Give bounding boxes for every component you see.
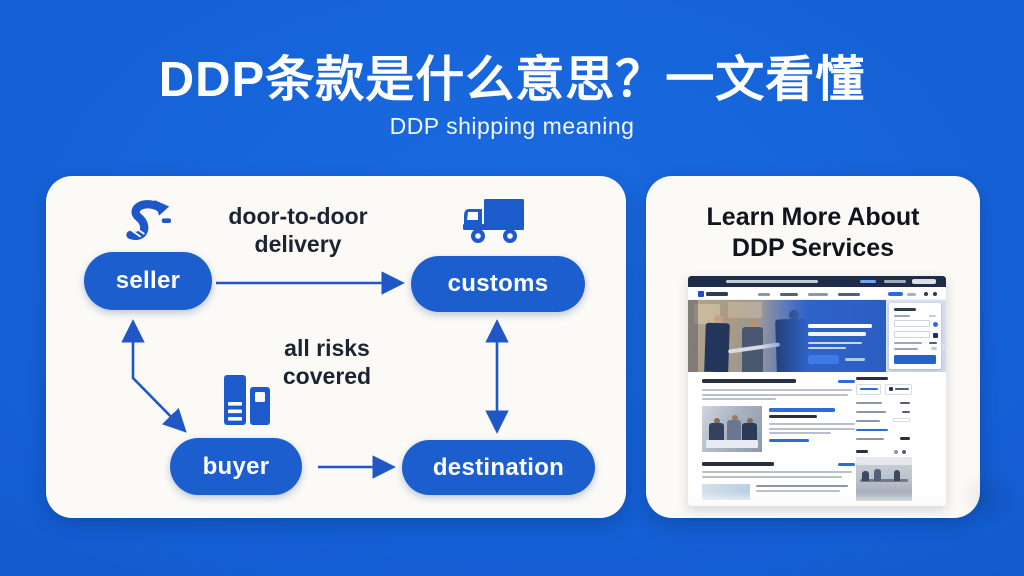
thumbnail-fade bbox=[688, 492, 946, 506]
page-title: DDP条款是什么意思？一文看懂 bbox=[158, 53, 866, 107]
buildings-icon bbox=[216, 372, 276, 435]
partner-chip bbox=[856, 384, 881, 395]
node-destination: destination bbox=[402, 440, 595, 495]
diagram-card: seller customs buyer destination door-to… bbox=[46, 176, 626, 518]
node-customs-label: customs bbox=[447, 270, 549, 297]
door-to-door-label: door-to-door delivery bbox=[228, 203, 368, 257]
money-transfer-icon bbox=[124, 200, 172, 251]
truck-icon bbox=[458, 196, 528, 251]
site-content bbox=[688, 372, 946, 506]
node-seller: seller bbox=[84, 252, 212, 310]
arrow-seller-buyer bbox=[121, 319, 187, 433]
all-risks-label: all risks covered bbox=[282, 335, 372, 389]
flow-arrows bbox=[121, 271, 509, 479]
hero-overlay bbox=[760, 300, 886, 372]
site-navbar bbox=[688, 287, 946, 300]
promo-heading: Learn More About DDP Services bbox=[706, 203, 920, 262]
site-hero bbox=[688, 300, 946, 372]
partner-chip bbox=[885, 384, 912, 395]
node-customs: customs bbox=[411, 256, 585, 312]
promo-card: Learn More About DDP Services bbox=[646, 176, 980, 518]
article-photo bbox=[702, 406, 762, 452]
node-buyer: buyer bbox=[170, 438, 302, 495]
quote-form-card bbox=[889, 303, 941, 369]
site-logo bbox=[698, 291, 704, 297]
website-screenshot bbox=[688, 276, 946, 506]
page-subtitle: DDP shipping meaning bbox=[389, 113, 635, 139]
form-submit-button bbox=[894, 355, 936, 364]
node-buyer-label: buyer bbox=[202, 452, 270, 480]
site-topbar bbox=[688, 276, 946, 287]
node-destination-label: destination bbox=[432, 453, 565, 481]
node-seller-label: seller bbox=[115, 267, 181, 294]
hero-cta-button bbox=[808, 355, 839, 364]
